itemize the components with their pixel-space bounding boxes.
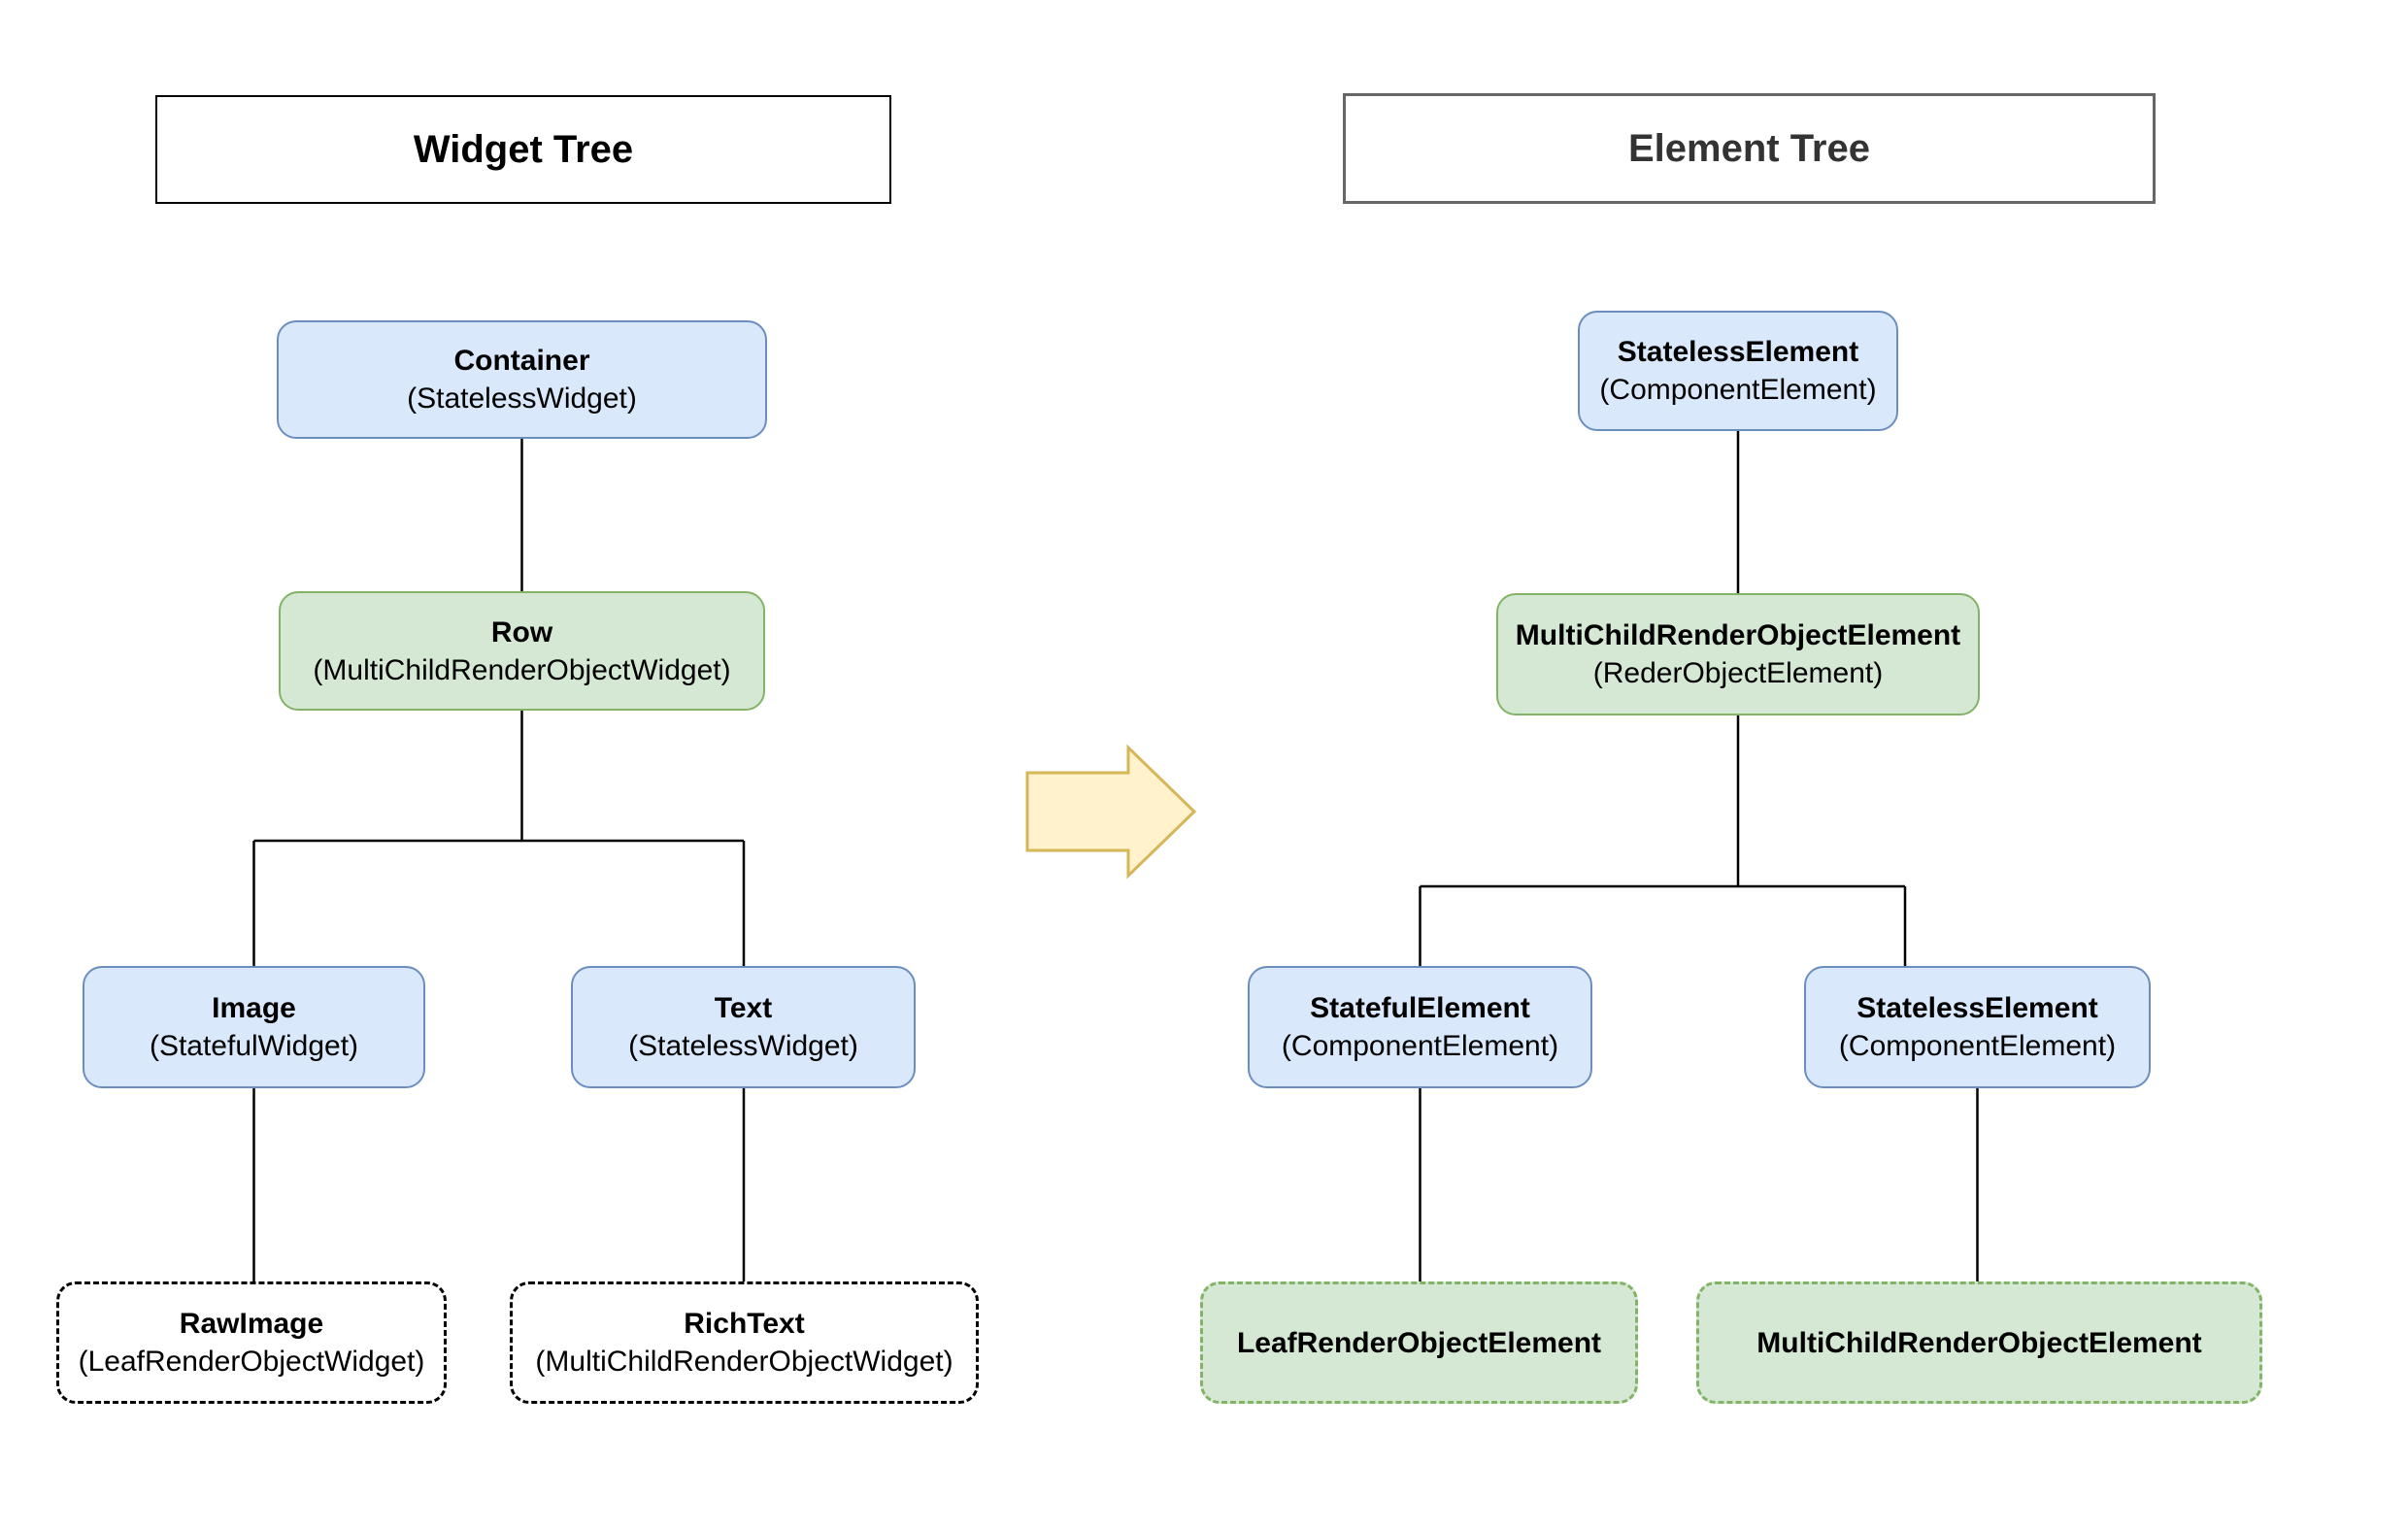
transform-arrow-icon [1025, 744, 1197, 880]
node-richtext-title: RichText [684, 1308, 805, 1340]
node-richtext: RichText (MultiChildRenderObjectWidget) [510, 1281, 979, 1404]
node-image-title: Image [212, 992, 296, 1024]
node-multichild-render-object-element-leaf-title: MultiChildRenderObjectElement [1756, 1326, 2202, 1359]
node-image-subtitle: (StatefulWidget) [149, 1030, 359, 1062]
node-text: Text (StatelessWidget) [571, 966, 916, 1088]
node-text-title: Text [714, 992, 773, 1024]
node-stateful-element-subtitle: (ComponentElement) [1281, 1030, 1559, 1062]
node-container-subtitle: (StatelessWidget) [407, 382, 637, 415]
node-stateless-element-child-subtitle: (ComponentElement) [1838, 1030, 2117, 1062]
node-image: Image (StatefulWidget) [83, 966, 425, 1088]
node-multichild-render-object-element: MultiChildRenderObjectElement (RederObje… [1496, 593, 1980, 715]
node-row-title: Row [490, 615, 553, 649]
node-richtext-subtitle: (MultiChildRenderObjectWidget) [535, 1346, 953, 1378]
node-stateless-element-root: StatelessElement (ComponentElement) [1578, 311, 1898, 431]
element-tree-connectors [1419, 431, 1979, 1281]
node-multichild-render-object-element-leaf: MultiChildRenderObjectElement [1696, 1281, 2262, 1404]
node-rawimage-subtitle: (LeafRenderObjectWidget) [78, 1346, 425, 1378]
node-leaf-render-object-element-title: LeafRenderObjectElement [1236, 1326, 1602, 1359]
widget-tree-header-label: Widget Tree [413, 127, 634, 171]
widget-tree-header: Widget Tree [155, 95, 891, 204]
node-text-subtitle: (StatelessWidget) [628, 1030, 858, 1062]
node-row-subtitle: (MultiChildRenderObjectWidget) [313, 653, 731, 686]
node-stateless-element-child-title: StatelessElement [1856, 992, 2098, 1024]
node-stateless-element-root-title: StatelessElement [1617, 336, 1859, 368]
node-stateless-element-root-subtitle: (ComponentElement) [1599, 374, 1877, 406]
node-row: Row (MultiChildRenderObjectWidget) [279, 591, 765, 711]
node-rawimage-title: RawImage [179, 1308, 324, 1340]
widget-tree-connectors [252, 439, 746, 1281]
node-stateless-element-child: StatelessElement (ComponentElement) [1804, 966, 2151, 1088]
node-multichild-render-object-element-subtitle: (RederObjectElement) [1592, 657, 1884, 689]
node-rawimage: RawImage (LeafRenderObjectWidget) [56, 1281, 447, 1404]
node-container-title: Container [453, 345, 590, 377]
node-container: Container (StatelessWidget) [277, 320, 767, 439]
node-multichild-render-object-element-title: MultiChildRenderObjectElement [1515, 619, 1961, 651]
element-tree-header-label: Element Tree [1627, 126, 1870, 170]
node-stateful-element-title: StatefulElement [1310, 992, 1530, 1024]
node-leaf-render-object-element: LeafRenderObjectElement [1200, 1281, 1638, 1404]
node-stateful-element: StatefulElement (ComponentElement) [1248, 966, 1592, 1088]
element-tree-header: Element Tree [1343, 93, 2156, 204]
